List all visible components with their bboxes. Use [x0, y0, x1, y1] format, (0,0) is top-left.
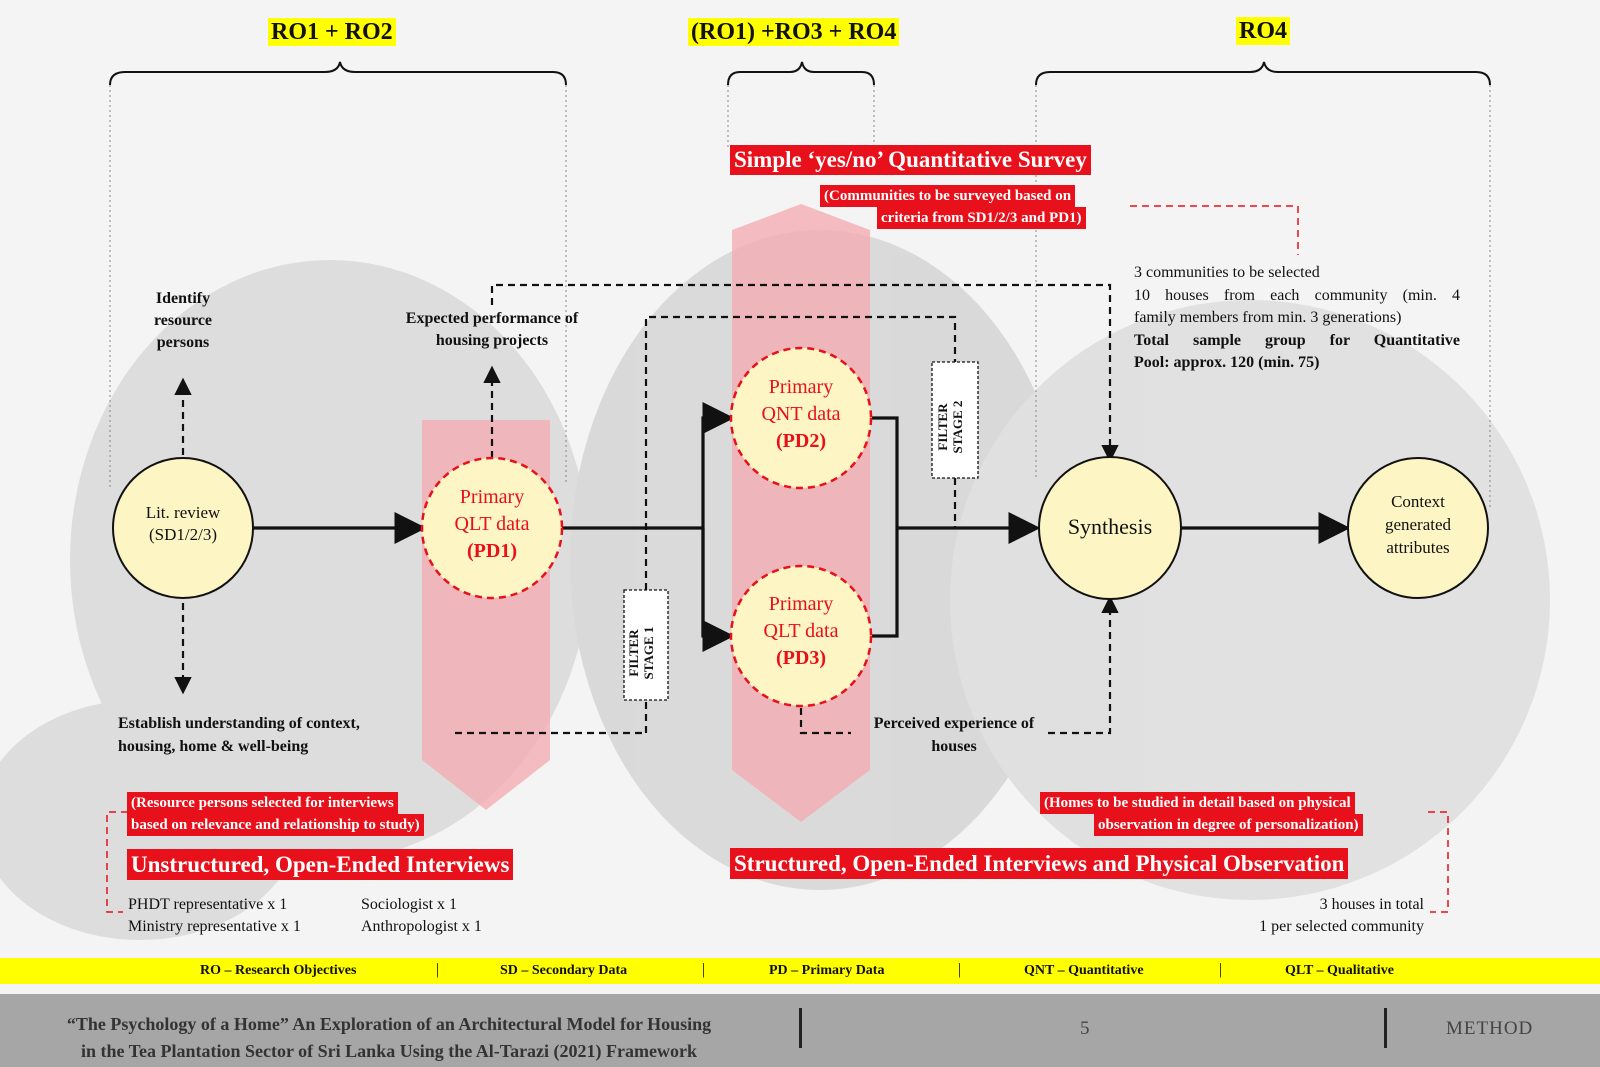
participant-anthropologist: Anthropologist x 1	[361, 918, 482, 935]
ro-group1-label: RO1 + RO2	[268, 18, 396, 46]
lit-review-line1: Lit. review	[145, 503, 221, 522]
pd2-line2: QNT data	[761, 403, 841, 425]
footer-divider	[799, 1008, 802, 1048]
sample-line3: family members from min. 3 generations)	[1134, 309, 1402, 326]
filter-stage2-label: FILTER STAGE 2	[935, 367, 975, 487]
legend-separator: |	[958, 961, 962, 978]
filter-stage1-line2: STAGE 1	[641, 626, 656, 680]
page-number: 5	[1080, 1018, 1090, 1039]
filter-stage2-box	[931, 361, 979, 479]
filter-stage2-line1: FILTER	[935, 403, 950, 451]
sample-line4: Total sample group for Quantitative	[1134, 331, 1460, 349]
participant-sociologist: Sociologist x 1	[361, 896, 458, 913]
left-note1: (Resource persons selected for interview…	[127, 792, 398, 814]
participant-phdt: PHDT representative x 1	[128, 896, 288, 913]
pd2-line3: (PD2)	[776, 430, 826, 452]
filter-stage1-line1: FILTER	[626, 629, 641, 677]
identify-line2: resource	[153, 312, 213, 329]
sample-line1: 3 communities to be selected	[1134, 264, 1320, 281]
houses-per-community: 1 per selected community	[1259, 918, 1424, 935]
survey-sub1: (Communities to be surveyed based on	[820, 185, 1076, 207]
legend-bar: RO – Research Objectives | SD – Secondar…	[0, 958, 1600, 984]
pd3-line1: Primary	[768, 593, 834, 615]
pd3-line2: QLT data	[763, 620, 839, 642]
houses-total: 3 houses in total	[1319, 896, 1424, 913]
legend-separator: |	[1219, 961, 1223, 978]
context-line3: attributes	[1386, 538, 1450, 557]
brace-ro1-ro2	[109, 61, 567, 86]
pd3-line3: (PD3)	[776, 647, 826, 669]
establish-line1: Establish understanding of context,	[118, 715, 360, 732]
pd1-line1: Primary	[459, 486, 525, 508]
legend-qlt: QLT – Qualitative	[1285, 963, 1394, 978]
legend-sd: SD – Secondary Data	[500, 963, 628, 978]
sample-annotation: 3 communities to be selected 10 houses f…	[1134, 262, 1460, 375]
perceived-annotation: Perceived experience of houses	[846, 712, 1062, 758]
left-participants-col1: PHDT representative x 1 Ministry represe…	[128, 894, 301, 938]
context-line2: generated	[1384, 515, 1452, 534]
left-interviews-title: Unstructured, Open-Ended Interviews	[127, 849, 514, 880]
filter-stage1-label: FILTER STAGE 1	[626, 593, 666, 713]
context-node	[1347, 457, 1489, 599]
right-houses: 3 houses in total 1 per selected communi…	[1160, 894, 1424, 938]
ro-group3-label: RO4	[1236, 17, 1290, 45]
survey-title: Simple ‘yes/no’ Quantitative Survey	[730, 145, 1091, 175]
pd2-node	[729, 346, 873, 490]
pd2-line1: Primary	[768, 376, 834, 398]
left-participants-col2: Sociologist x 1 Anthropologist x 1	[361, 894, 482, 938]
pd3-node	[729, 564, 873, 708]
ro-group2-label: (RO1) +RO3 + RO4	[688, 18, 900, 46]
identify-line1: Identify	[155, 290, 211, 307]
lit-review-node	[112, 457, 254, 599]
pd1-line2: QLT data	[454, 513, 530, 535]
footer-divider	[1384, 1008, 1387, 1048]
footer-title: “The Psychology of a Home” An Exploratio…	[14, 1011, 764, 1065]
expected-line1: Expected performance of	[405, 310, 579, 327]
context-label: Context generated attributes	[1348, 490, 1488, 559]
perceived-line1: Perceived experience of	[873, 715, 1035, 732]
identify-annotation: Identify resource persons	[123, 288, 243, 354]
synthesis-label: Synthesis	[1067, 514, 1153, 539]
expected-line2: housing projects	[435, 332, 549, 349]
lit-review-line2: (SD1/2/3)	[149, 525, 217, 544]
footer-title-line2: in the Tea Plantation Sector of Sri Lank…	[81, 1041, 697, 1061]
right-note1: (Homes to be studied in detail based on …	[1040, 792, 1355, 814]
expected-annotation: Expected performance of housing projects	[372, 308, 612, 352]
context-line1: Context	[1391, 492, 1445, 511]
legend-separator: |	[702, 961, 706, 978]
participant-ministry: Ministry representative x 1	[128, 918, 301, 935]
lit-review-label: Lit. review (SD1/2/3)	[113, 502, 253, 546]
establish-annotation: Establish understanding of context, hous…	[118, 712, 438, 758]
pd2-label: Primary QNT data (PD2)	[731, 374, 871, 455]
legend-separator: |	[436, 961, 440, 978]
legend-ro: RO – Research Objectives	[200, 963, 357, 978]
footer-title-line1: “The Psychology of a Home” An Exploratio…	[66, 1014, 712, 1034]
right-note2: observation in degree of personalization…	[1094, 814, 1363, 836]
pd1-node	[420, 456, 564, 600]
pd1-line3: (PD1)	[467, 540, 517, 562]
legend-qnt: QNT – Quantitative	[1024, 963, 1144, 978]
survey-sub2: criteria from SD1/2/3 and PD1)	[877, 207, 1086, 229]
section-label: METHOD	[1446, 1018, 1534, 1039]
filter-stage2-line2: STAGE 2	[950, 400, 965, 454]
legend-pd: PD – Primary Data	[769, 963, 885, 978]
identify-line3: persons	[156, 334, 210, 351]
sample-line5: Pool: approx. 120 (min. 75)	[1134, 354, 1320, 371]
pd3-label: Primary QLT data (PD3)	[731, 591, 871, 672]
pd1-label: Primary QLT data (PD1)	[422, 484, 562, 565]
sample-line2: 10 houses from each community (min. 4	[1134, 286, 1460, 304]
brace-ro4	[1035, 61, 1491, 86]
establish-line2: housing, home & well-being	[118, 738, 309, 755]
footer: “The Psychology of a Home” An Exploratio…	[0, 994, 1600, 1067]
brace-ro134	[727, 61, 875, 86]
left-note2: based on relevance and relationship to s…	[127, 814, 424, 836]
right-interviews-title: Structured, Open-Ended Interviews and Ph…	[730, 848, 1349, 879]
synthesis-node	[1038, 456, 1182, 600]
perceived-line2: houses	[931, 738, 977, 755]
filter-stage1-box	[623, 589, 669, 701]
